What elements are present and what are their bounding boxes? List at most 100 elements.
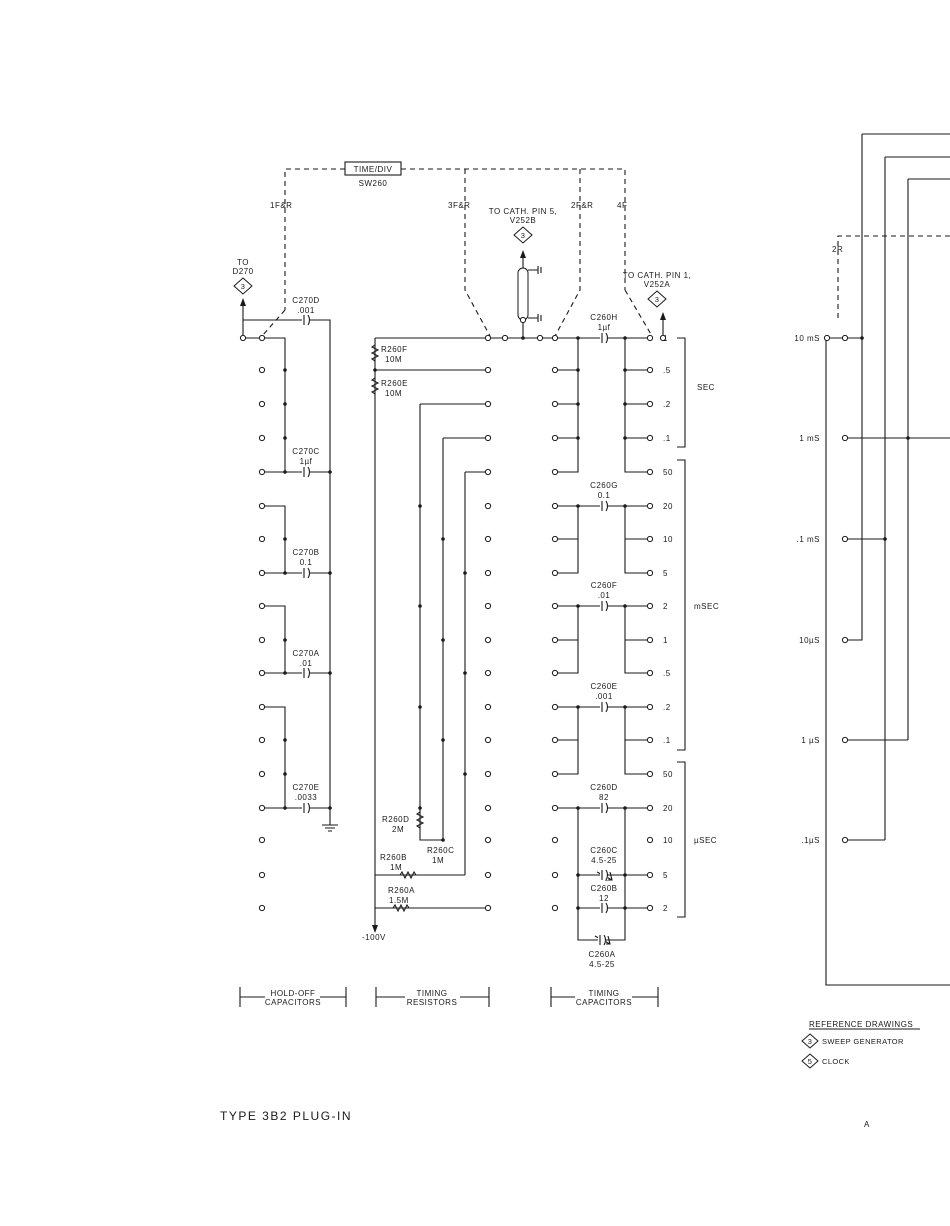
- junction: [521, 336, 525, 340]
- junction: [623, 368, 627, 372]
- svg-text:C260H: C260H: [590, 313, 617, 322]
- junction: [623, 336, 627, 340]
- junction: [441, 838, 445, 842]
- capacitor-symbol: [601, 701, 609, 713]
- svg-text:0.1: 0.1: [300, 558, 313, 567]
- switch-terminal: [519, 316, 527, 324]
- supply-voltage: -100V: [362, 933, 386, 942]
- capacitor-symbol: [303, 567, 311, 579]
- capacitor-gap: [600, 702, 608, 712]
- switch-terminal: [258, 434, 266, 442]
- clock-position-label: 1 µS: [801, 736, 820, 745]
- position-label: 5: [663, 871, 668, 880]
- switch-terminal: [551, 804, 559, 812]
- position-label: .5: [663, 669, 671, 678]
- svg-text:3: 3: [241, 282, 246, 291]
- svg-text:R260D: R260D: [382, 815, 409, 824]
- switch-terminal: [551, 770, 559, 778]
- switch-terminal: [551, 602, 559, 610]
- range-brackets: SEC mSEC µSEC: [677, 337, 719, 918]
- svg-text:.01: .01: [598, 591, 611, 600]
- svg-text:1M: 1M: [390, 863, 402, 872]
- position-label: .5: [663, 366, 671, 375]
- junction: [623, 806, 627, 810]
- timing-resistor-bank: R260F 10M R260E 10M R260D 2M R260C 1M R2…: [362, 337, 490, 942]
- switch-terminal: [551, 836, 559, 844]
- switch-terminal: [646, 703, 654, 711]
- junction: [441, 638, 445, 642]
- switch-terminal: [646, 502, 654, 510]
- switch-terminal: [551, 569, 559, 577]
- footer-page: A: [864, 1120, 870, 1129]
- svg-text:V252B: V252B: [510, 216, 537, 225]
- svg-text:C260C: C260C: [590, 846, 617, 855]
- ref-to-cath-pin5: TO CATH. PIN 5, V252B 3: [489, 207, 557, 338]
- switch-terminal: [484, 636, 492, 644]
- switch-terminal: [841, 836, 849, 844]
- switch-terminal: [484, 871, 492, 879]
- svg-text:C260D: C260D: [590, 783, 617, 792]
- svg-text:R260E: R260E: [381, 379, 408, 388]
- switch-terminal: [258, 334, 266, 342]
- junction: [623, 436, 627, 440]
- switch-terminal: [258, 535, 266, 543]
- switch-terminal: [258, 703, 266, 711]
- reference-title: REFERENCE DRAWINGS: [809, 1020, 913, 1029]
- switch-terminal: [258, 804, 266, 812]
- wafer-3fr: 3F&R: [448, 201, 470, 210]
- switch-terminals: [239, 316, 849, 912]
- switch-terminal: [258, 366, 266, 374]
- timing-capacitor-bank: C260H 1µf C260G 0.1 C260F .01 C260E .001…: [490, 313, 650, 969]
- switch-terminal: [646, 334, 654, 342]
- svg-text:10M: 10M: [385, 355, 402, 364]
- switch-terminal: [646, 836, 654, 844]
- switch-terminal: [551, 366, 559, 374]
- capacitor-symbol: [601, 802, 609, 814]
- switch-terminal: [501, 334, 509, 342]
- switch-designator: SW260: [359, 179, 388, 188]
- switch-terminal: [484, 602, 492, 610]
- svg-text:.01: .01: [300, 659, 313, 668]
- switch-terminal: [646, 770, 654, 778]
- svg-text:1µf: 1µf: [300, 457, 313, 466]
- switch-terminal: [659, 334, 667, 342]
- position-label: 20: [663, 804, 673, 813]
- junction: [373, 368, 377, 372]
- svg-text:R260A: R260A: [388, 886, 415, 895]
- svg-text:TO CATH. PIN 1,: TO CATH. PIN 1,: [623, 271, 692, 280]
- ref-to-d270: TO D270 3: [232, 258, 253, 338]
- switch-terminal: [551, 535, 559, 543]
- junction: [576, 873, 580, 877]
- svg-text:10M: 10M: [385, 389, 402, 398]
- svg-text:R260F: R260F: [381, 345, 408, 354]
- switch-terminal: [551, 400, 559, 408]
- wafer-2r: 2R: [832, 245, 843, 254]
- hold-off-capacitor-bank: C270D .001 C270C 1µf C270B 0.1 C270A .01…: [243, 296, 338, 832]
- switch-terminal: [258, 770, 266, 778]
- caption-timing-cap-2: CAPACITORS: [576, 998, 632, 1007]
- switch-terminal: [258, 736, 266, 744]
- capacitor-gap: [302, 568, 310, 578]
- switch-terminal: [646, 669, 654, 677]
- svg-text:12: 12: [599, 894, 609, 903]
- switch-terminal: [841, 736, 849, 744]
- switch-terminal: [258, 904, 266, 912]
- switch-terminal: [646, 736, 654, 744]
- switch-terminal: [551, 334, 559, 342]
- svg-text:C270C: C270C: [292, 447, 319, 456]
- junction: [283, 671, 287, 675]
- junction: [576, 906, 580, 910]
- junction: [283, 806, 287, 810]
- junction: [441, 537, 445, 541]
- junction: [576, 436, 580, 440]
- capacitor-gap: [600, 903, 608, 913]
- junction: [283, 772, 287, 776]
- footer-title: TYPE 3B2 PLUG-IN: [220, 1109, 352, 1123]
- svg-text:3: 3: [808, 1037, 813, 1046]
- junction: [418, 504, 422, 508]
- capacitor-gap: [598, 935, 606, 945]
- junction: [623, 402, 627, 406]
- range-usec: µSEC: [694, 836, 717, 845]
- capacitor-symbol: [601, 600, 609, 612]
